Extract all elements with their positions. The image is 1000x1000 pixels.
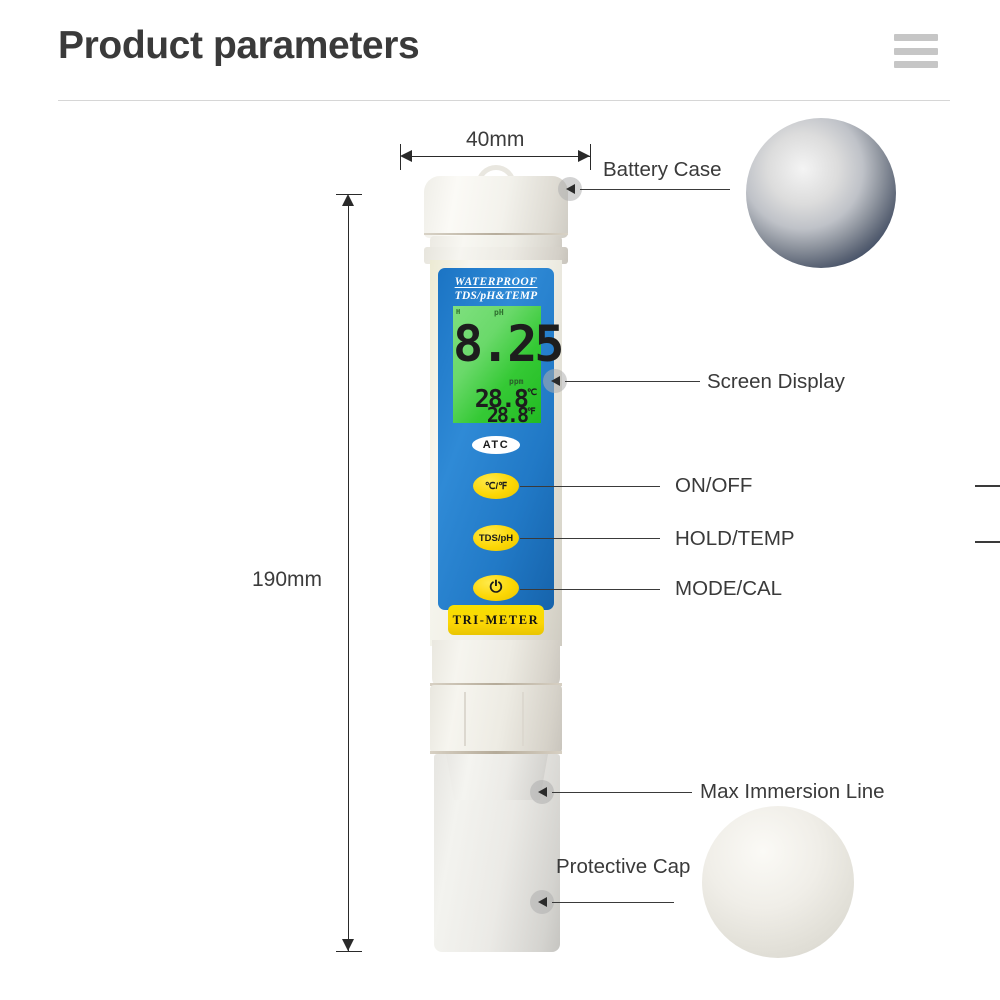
leader-on-off	[520, 486, 660, 487]
lcd-unit-fahrenheit: ℉	[527, 407, 536, 417]
grip-groove-left	[464, 692, 466, 746]
brand-model-label: TDS/pH&TEMP	[454, 290, 538, 302]
callout-protective-cap: Protective Cap	[556, 855, 691, 878]
battery-case-photo-inset	[746, 118, 896, 268]
lcd-unit-celsius: ℃	[527, 388, 538, 398]
header-divider	[58, 100, 950, 101]
lcd-main-reading: 8.25	[453, 315, 564, 373]
height-tick-bottom	[336, 951, 362, 952]
marker-screen-display	[543, 369, 567, 393]
battery-cap	[424, 176, 568, 238]
leader-max-immersion-line	[552, 792, 692, 793]
atc-badge: ATC	[472, 436, 520, 454]
power-button[interactable]: ⏻	[473, 575, 519, 601]
celsius-fahrenheit-button[interactable]: ℃/℉	[473, 473, 519, 499]
tri-meter-band: TRI-METER	[448, 605, 544, 635]
battery-cap-seam	[424, 233, 568, 235]
marker-protective-cap	[530, 890, 554, 914]
width-dimension-line	[402, 156, 590, 157]
height-dimension-line	[348, 196, 349, 952]
lcd-ppm-label: ppm	[509, 377, 524, 386]
lanyard-loop	[476, 165, 516, 185]
height-arrow-bottom-icon	[342, 939, 354, 951]
tds-ph-button[interactable]: TDS/pH	[473, 525, 519, 551]
device-neck-lip	[424, 247, 568, 264]
callout-hold-temp: HOLD/TEMP	[675, 527, 795, 550]
callout-screen-display: Screen Display	[707, 370, 845, 393]
hamburger-bar-3	[894, 61, 938, 68]
hamburger-bar-1	[894, 34, 938, 41]
height-dimension-label: 190mm	[252, 568, 323, 591]
leader-protective-cap	[552, 902, 674, 903]
device-lower-body-upper	[432, 640, 560, 688]
leader-battery-case	[580, 189, 730, 190]
grip-groove-right	[522, 692, 524, 746]
callout-on-off: ON/OFF	[675, 474, 753, 497]
lcd-temperature-celsius: 28.8	[474, 384, 529, 413]
device-grip-section	[430, 685, 562, 753]
leader-mode-cal	[520, 589, 660, 590]
device-ring-lower	[430, 751, 562, 754]
callout-battery-case: Battery Case	[603, 158, 722, 181]
leader-screen-display	[565, 381, 700, 382]
width-dimension-label: 40mm	[466, 128, 525, 151]
hamburger-menu-icon[interactable]	[894, 34, 938, 68]
lcd-temperature-fahrenheit: 28.8	[486, 403, 529, 427]
brand-waterproof-label: WATERPROOF	[454, 276, 538, 288]
protective-cap-photo-inset	[702, 806, 854, 958]
width-arrow-left-icon	[400, 150, 412, 162]
callout-max-immersion-line: Max Immersion Line	[700, 780, 885, 803]
marker-battery-case	[558, 177, 582, 201]
device-ring-upper	[430, 683, 562, 686]
page-title: Product parameters	[58, 24, 420, 67]
edge-leader-stub-upper	[975, 485, 1000, 487]
lcd-indicator-h: H	[456, 308, 461, 316]
device-front-panel	[438, 268, 554, 610]
width-arrow-right-icon	[578, 150, 590, 162]
lcd-screen	[453, 306, 541, 423]
height-arrow-top-icon	[342, 194, 354, 206]
edge-leader-stub-lower	[975, 541, 1000, 543]
callout-mode-cal: MODE/CAL	[675, 577, 783, 600]
leader-hold-temp	[520, 538, 660, 539]
width-tick-right	[590, 144, 591, 170]
hamburger-bar-2	[894, 47, 938, 55]
lcd-indicator-ph: pH	[494, 308, 504, 317]
marker-max-immersion-line	[530, 780, 554, 804]
device-neck	[430, 236, 562, 264]
